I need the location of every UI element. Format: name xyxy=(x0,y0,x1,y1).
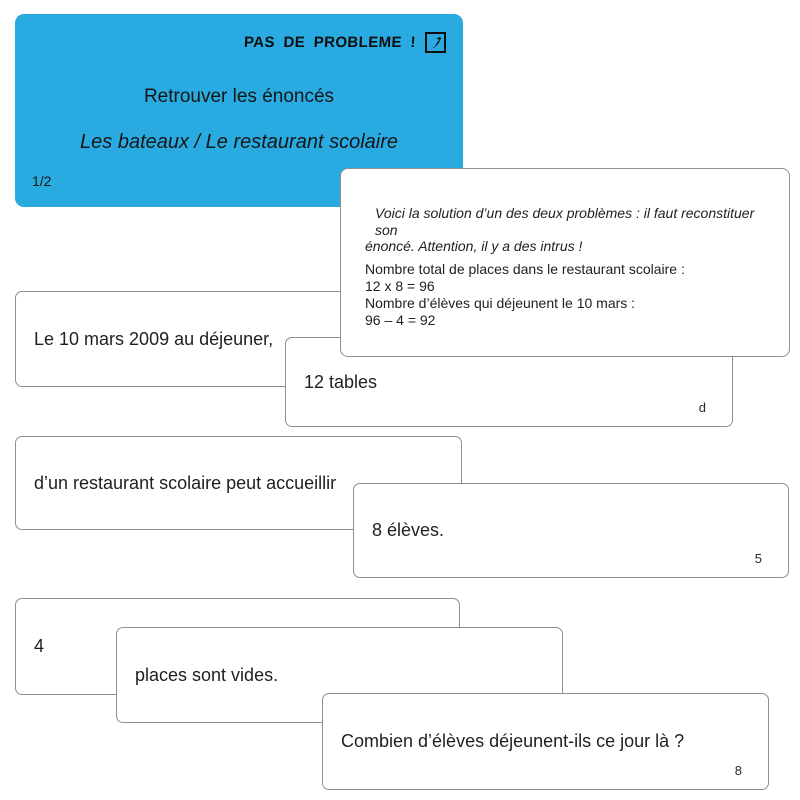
header-card: PAS DE PROBLEME ! Retrouver les énoncés … xyxy=(15,14,463,207)
statement-card-7[interactable]: Combien d’élèves déjeunent-ils ce jour l… xyxy=(322,693,769,790)
corner-mark: 5 xyxy=(754,551,762,566)
statement-text: d’un restaurant scolaire peut accueillir xyxy=(34,472,337,493)
solution-card: Voici la solution d’un des deux problème… xyxy=(340,168,790,357)
solution-line-3: Nombre d’élèves qui déjeunent le 10 mars… xyxy=(365,295,636,311)
solution-lines: Nombre total de places dans le restauran… xyxy=(365,261,775,329)
logo: PAS DE PROBLEME ! xyxy=(244,32,446,53)
solution-intro: Voici la solution d’un des deux problème… xyxy=(365,205,775,255)
corner-mark: 8 xyxy=(734,763,742,778)
solution-line-1: Nombre total de places dans le restauran… xyxy=(365,261,685,277)
statement-text: 8 élèves. xyxy=(372,520,445,540)
statement-text: places sont vides. xyxy=(135,664,279,685)
solution-intro-line1: Voici la solution d’un des deux problème… xyxy=(375,205,755,238)
statement-text: Combien d’élèves déjeunent-ils ce jour l… xyxy=(341,731,685,751)
statement-text: Le 10 mars 2009 au déjeuner, xyxy=(34,328,274,349)
statement-text: 12 tables xyxy=(304,371,378,392)
solution-intro-line2: énoncé. Attention, il y a des intrus ! xyxy=(365,238,583,254)
page-indicator: 1/2 xyxy=(32,173,52,189)
solution-line-2: 12 x 8 = 96 xyxy=(365,278,435,294)
leaping-figure-icon xyxy=(425,32,446,53)
statement-card-4[interactable]: 8 élèves. 5 xyxy=(353,483,789,578)
activity-title: Retrouver les énoncés xyxy=(143,86,335,107)
solution-line-4: 96 – 4 = 92 xyxy=(365,312,436,328)
corner-mark: d xyxy=(698,400,706,415)
activity-subtitle: Les bateaux / Le restaurant scolaire xyxy=(80,131,398,153)
statement-text: 4 xyxy=(34,636,45,656)
logo-text: PAS DE PROBLEME ! xyxy=(243,34,417,51)
